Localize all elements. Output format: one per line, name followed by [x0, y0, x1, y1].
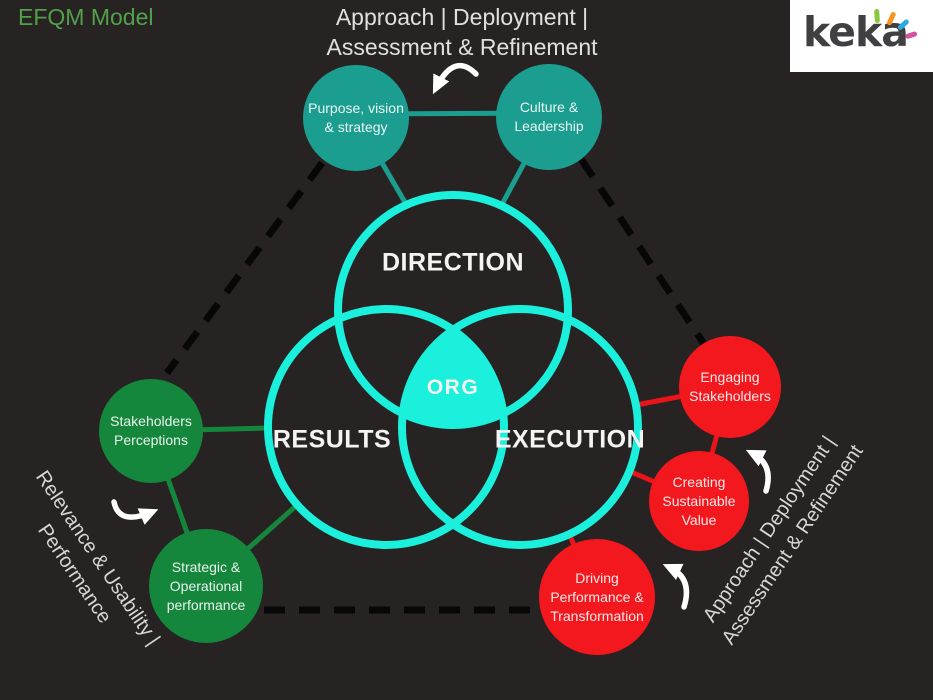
venn-label-direction: DIRECTION	[382, 248, 524, 277]
node-label: Strategic & Operational performance	[166, 558, 246, 613]
venn-ring-results	[264, 305, 508, 549]
keka-logo: keka	[790, 0, 933, 72]
venn-label-org: ORG	[426, 376, 480, 399]
node-culture-leadership: Culture & Leadership	[496, 64, 602, 170]
node-driving-performance-transformation: Driving Performance & Transformation	[539, 539, 655, 655]
curved-arrow-right	[745, 449, 771, 494]
venn-ring-execution	[398, 305, 642, 549]
dashed-line-left	[164, 160, 325, 376]
logo-spark-green-icon	[874, 8, 880, 24]
top-axis-label-line2: Assessment & Refinement	[326, 34, 598, 60]
cycle-arrows	[111, 62, 771, 610]
node-label: Stakeholders Perceptions	[110, 413, 192, 448]
top-axis-label-line1: Approach | Deployment |	[335, 4, 589, 30]
venn-label-execution: EXECUTION	[494, 425, 646, 454]
curved-arrow-left	[111, 499, 159, 525]
curved-arrow-top	[432, 62, 479, 95]
page-title: EFQM Model	[18, 4, 154, 30]
node-creating-sustainable-value: Creating Sustainable Value	[649, 451, 749, 551]
node-purpose-vision-strategy: Purpose, vision & strategy	[303, 65, 409, 171]
node-strategic-operational-performance: Strategic & Operational performance	[149, 529, 263, 643]
node-label: Driving Performance & Transformation	[550, 569, 644, 624]
node-engaging-stakeholders: Engaging Stakeholders	[679, 336, 781, 438]
curved-arrow-bottom-right	[662, 563, 690, 610]
node-stakeholders-perceptions: Stakeholders Perceptions	[99, 379, 203, 483]
node-label: Purpose, vision & strategy	[308, 100, 404, 135]
node-label: Creating Sustainable Value	[662, 473, 736, 528]
node-label: Culture & Leadership	[514, 99, 584, 134]
venn-label-results: RESULTS	[272, 425, 392, 454]
dashed-line-right	[578, 157, 707, 346]
dashed-triangle	[164, 157, 707, 614]
top-axis-label: Approach | Deployment | Assessment & Ref…	[326, 2, 597, 62]
node-label: Engaging Stakeholders	[689, 369, 771, 404]
